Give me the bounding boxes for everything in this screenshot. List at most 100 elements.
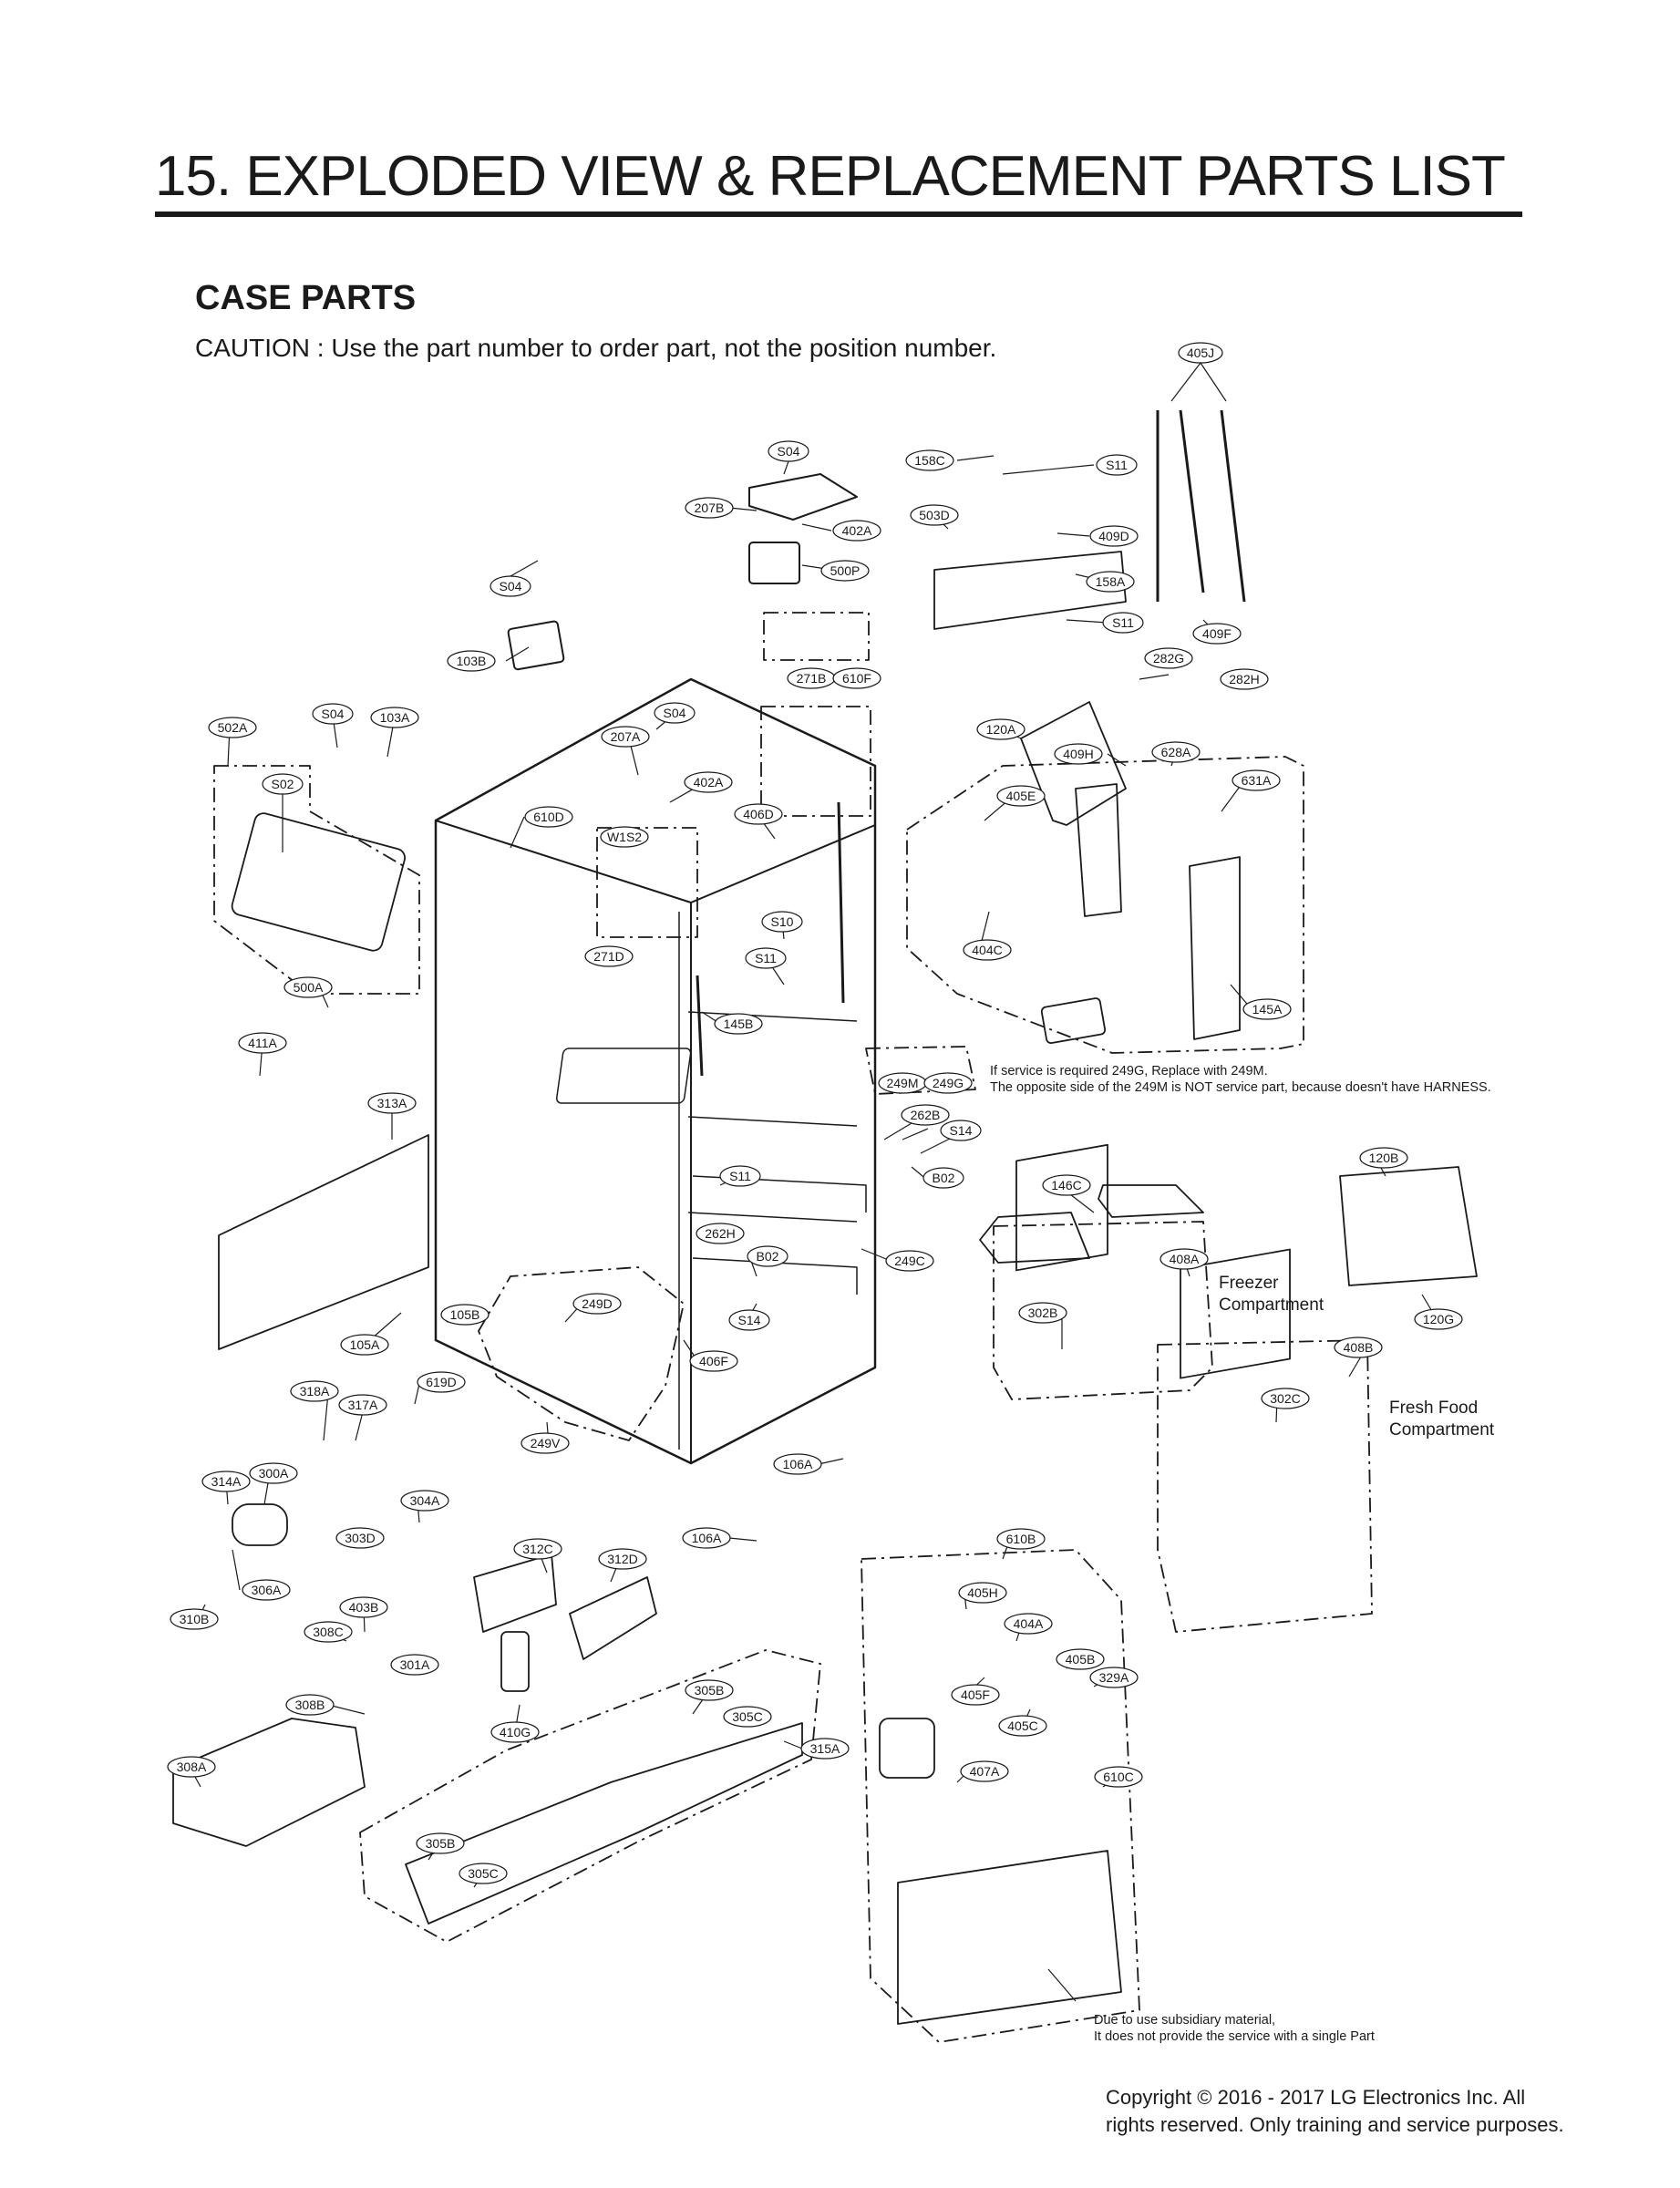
svg-text:318A: 318A xyxy=(300,1384,330,1398)
callout-302B: 302B xyxy=(1018,1302,1067,1324)
svg-text:500P: 500P xyxy=(830,563,861,578)
callout-W1S2: W1S2 xyxy=(600,826,649,848)
callout-305B: 305B xyxy=(416,1832,465,1854)
callout-S11: S11 xyxy=(745,947,787,969)
fresh-food-compartment-label: Fresh Food Compartment xyxy=(1389,1398,1495,1440)
svg-text:315A: 315A xyxy=(810,1741,840,1756)
callout-300A: 300A xyxy=(249,1462,298,1484)
svg-text:403B: 403B xyxy=(349,1600,379,1615)
callout-S04: S04 xyxy=(654,702,696,724)
copyright-footer: Copyright © 2016 - 2017 LG Electronics I… xyxy=(1106,2086,1564,2136)
callout-249M: 249M xyxy=(878,1072,927,1094)
svg-text:S04: S04 xyxy=(500,579,522,593)
callout-249G: 249G xyxy=(923,1072,973,1094)
svg-text:411A: 411A xyxy=(248,1036,277,1050)
svg-text:405J: 405J xyxy=(1187,346,1214,360)
group-315A xyxy=(359,1649,821,1943)
callout-304A: 304A xyxy=(400,1490,449,1512)
group-502A xyxy=(213,765,420,995)
svg-text:106A: 106A xyxy=(692,1531,722,1545)
callout-B02: B02 xyxy=(922,1167,964,1189)
callout-610B: 610B xyxy=(996,1528,1046,1550)
callout-315A: 315A xyxy=(800,1738,850,1760)
svg-text:271D: 271D xyxy=(593,949,624,964)
svg-text:409D: 409D xyxy=(1098,529,1129,543)
svg-text:405E: 405E xyxy=(1006,789,1036,803)
group-271D xyxy=(596,827,698,938)
callout-S10: S10 xyxy=(761,911,803,933)
svg-text:610C: 610C xyxy=(1103,1770,1133,1784)
svg-text:405B: 405B xyxy=(1066,1652,1096,1667)
callout-404A: 404A xyxy=(1004,1613,1053,1635)
svg-text:145A: 145A xyxy=(1252,1002,1283,1017)
svg-text:262H: 262H xyxy=(705,1226,735,1241)
callout-S11: S11 xyxy=(719,1165,761,1187)
subsidiary-material-note: Due to use subsidiary material, It does … xyxy=(1094,2013,1375,2044)
callout-305B: 305B xyxy=(685,1679,734,1701)
callout-406F: 406F xyxy=(689,1350,738,1372)
callout-S02: S02 xyxy=(262,773,304,795)
svg-text:502A: 502A xyxy=(218,720,248,735)
callout-207B: 207B xyxy=(685,497,734,519)
svg-text:312D: 312D xyxy=(607,1552,637,1566)
svg-text:B02: B02 xyxy=(933,1171,955,1185)
svg-text:S14: S14 xyxy=(738,1313,761,1327)
callout-404C: 404C xyxy=(963,939,1012,961)
svg-text:262B: 262B xyxy=(911,1108,941,1122)
svg-text:207B: 207B xyxy=(695,501,725,515)
svg-text:407A: 407A xyxy=(970,1764,1000,1779)
callout-500P: 500P xyxy=(820,560,870,582)
callout-S04: S04 xyxy=(312,703,354,725)
callout-207A: 207A xyxy=(601,726,650,748)
svg-text:106A: 106A xyxy=(783,1457,813,1471)
callouts: 405J S04 158C S11 207B 402A 503D 409D 50… xyxy=(167,342,1463,1884)
freezer-compartment-label: Freezer Compartment xyxy=(1219,1274,1324,1315)
svg-text:402A: 402A xyxy=(842,523,872,538)
svg-text:329A: 329A xyxy=(1099,1670,1129,1685)
caution-note: CAUTION : Use the part number to order p… xyxy=(195,334,997,362)
group-249V xyxy=(478,1266,685,1441)
svg-text:103A: 103A xyxy=(380,710,410,725)
callout-500A: 500A xyxy=(283,976,333,998)
callout-103A: 103A xyxy=(370,707,419,728)
svg-text:249M: 249M xyxy=(886,1076,918,1090)
svg-text:308C: 308C xyxy=(313,1625,343,1639)
svg-text:120G: 120G xyxy=(1423,1312,1454,1326)
callout-271D: 271D xyxy=(584,945,634,967)
svg-text:405H: 405H xyxy=(967,1585,997,1600)
svg-text:304A: 304A xyxy=(410,1493,440,1508)
cabinet-drawing xyxy=(434,677,877,1465)
callout-120G: 120G xyxy=(1414,1308,1463,1330)
callout-318A: 318A xyxy=(290,1380,339,1402)
callout-249C: 249C xyxy=(885,1250,934,1272)
callout-106A: 106A xyxy=(682,1527,731,1549)
callout-408B: 408B xyxy=(1334,1337,1383,1358)
group-fresh xyxy=(1157,1339,1373,1633)
svg-text:408B: 408B xyxy=(1344,1340,1374,1355)
callout-305C: 305C xyxy=(723,1706,772,1728)
callout-409D: 409D xyxy=(1089,525,1139,547)
svg-text:282G: 282G xyxy=(1153,651,1184,666)
svg-text:610D: 610D xyxy=(533,810,563,824)
svg-text:S04: S04 xyxy=(778,444,800,459)
callout-308A: 308A xyxy=(167,1756,216,1778)
svg-text:271B: 271B xyxy=(797,671,827,686)
svg-text:158C: 158C xyxy=(914,453,944,468)
svg-text:145B: 145B xyxy=(724,1017,754,1031)
callout-329A: 329A xyxy=(1089,1667,1139,1688)
callout-402A: 402A xyxy=(684,771,733,793)
callout-302C: 302C xyxy=(1261,1388,1310,1409)
svg-text:105A: 105A xyxy=(350,1337,380,1352)
svg-text:305C: 305C xyxy=(468,1866,498,1881)
svg-text:249G: 249G xyxy=(933,1076,964,1090)
svg-text:410G: 410G xyxy=(500,1725,531,1739)
svg-text:120B: 120B xyxy=(1369,1151,1399,1165)
callout-103B: 103B xyxy=(447,650,496,672)
svg-text:500A: 500A xyxy=(294,980,324,995)
callout-145B: 145B xyxy=(714,1013,763,1035)
svg-text:103B: 103B xyxy=(457,654,487,668)
svg-text:610F: 610F xyxy=(842,671,871,686)
svg-text:S14: S14 xyxy=(950,1123,973,1138)
callout-619D: 619D xyxy=(417,1371,466,1393)
svg-text:301A: 301A xyxy=(400,1657,430,1672)
